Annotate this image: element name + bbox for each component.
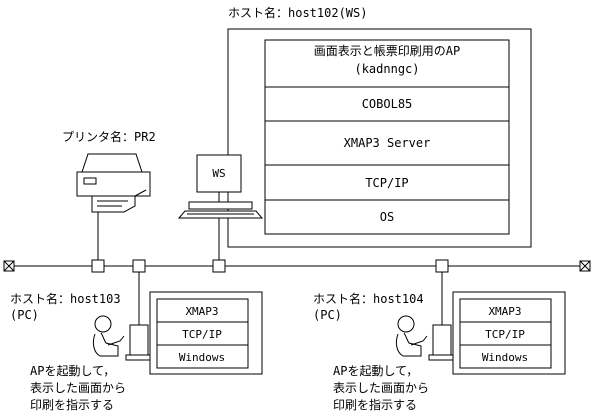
printer-label: プリンタ名：PR2 <box>62 129 156 144</box>
pc1-note-line1: APを起動して， <box>30 364 115 378</box>
server-lan-tap <box>212 259 226 273</box>
pc1-host-label: ホスト名：host103 <box>10 291 121 306</box>
pc2-computer-icon <box>428 324 454 361</box>
pc2-note-line1: APを起動して， <box>333 364 418 378</box>
lan-terminator-left <box>3 260 15 272</box>
pc2-user-icon <box>395 315 428 357</box>
pc2-stack-tcpip: TCP/IP <box>485 328 525 341</box>
pc1-lan-tap <box>132 259 146 273</box>
pc1-type-label: (PC) <box>10 308 39 322</box>
server-host-label: ホスト名：host102(WS) <box>228 5 367 20</box>
pc1-stack-tcpip: TCP/IP <box>182 328 222 341</box>
stack-layer-xmap3-server: XMAP3 Server <box>344 136 431 150</box>
pc1-note-line2: 表示した画面から <box>30 381 126 395</box>
pc2-note-line2: 表示した画面から <box>333 381 429 395</box>
printer-icon <box>76 153 151 213</box>
pc1-software-stack <box>156 298 249 369</box>
workstation-monitor-label: WS <box>212 167 225 180</box>
printer-lan-tap <box>91 259 105 273</box>
pc1-user-icon <box>92 315 125 357</box>
stack-layer-ap: 画面表示と帳票印刷用のAP <box>314 44 460 58</box>
pc2-stack-xmap3: XMAP3 <box>488 305 521 318</box>
pc2-host-label: ホスト名：host104 <box>313 291 424 306</box>
server-software-stack <box>264 39 510 235</box>
pc2-note-line3: 印刷を指示する <box>333 397 417 412</box>
pc2-type-label: (PC) <box>313 308 342 322</box>
stack-layer-ap-name: (kadnngc) <box>354 62 419 76</box>
workstation-icon: WS <box>177 154 264 219</box>
stack-layer-os: OS <box>380 210 394 224</box>
pc2-stack-windows: Windows <box>482 351 528 364</box>
pc2-lan-tap <box>435 259 449 273</box>
stack-layer-cobol: COBOL85 <box>362 97 413 111</box>
pc1-note-line3: 印刷を指示する <box>30 397 114 412</box>
pc1-stack-xmap3: XMAP3 <box>185 305 218 318</box>
server-frame <box>227 28 532 248</box>
lan-terminator-right <box>579 260 591 272</box>
stack-layer-tcpip: TCP/IP <box>365 176 408 190</box>
pc2-software-stack <box>459 298 552 369</box>
pc1-stack-windows: Windows <box>179 351 225 364</box>
pc1-computer-icon <box>125 324 151 361</box>
